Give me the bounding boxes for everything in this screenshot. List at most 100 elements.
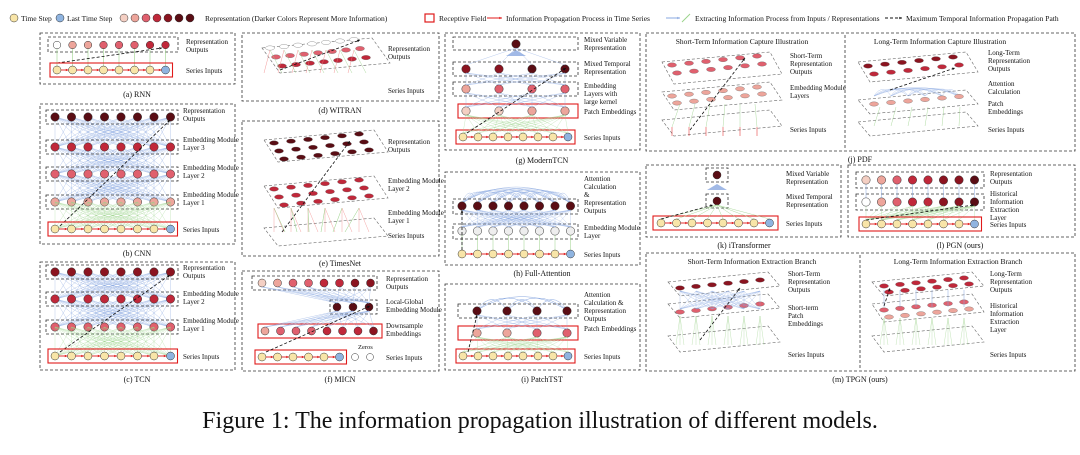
attention-arc <box>461 190 509 204</box>
extraction-line <box>308 286 370 304</box>
tcn-rep-node <box>67 294 76 304</box>
legend-receptive-field-box <box>424 13 435 23</box>
pdf-left-green <box>705 103 711 128</box>
pdf-left-top-node <box>689 68 699 74</box>
time-propagation-arrow-head <box>747 221 750 225</box>
time-propagation-arrow-head <box>501 135 504 139</box>
extraction-line <box>679 290 713 310</box>
extraction-line <box>153 271 171 300</box>
extraction-line <box>492 114 566 134</box>
itrans-mixtemp-node <box>712 196 722 206</box>
tpgn-right-top-node <box>900 288 910 293</box>
timesnet-top-node <box>286 138 296 144</box>
pdf-right-patch-node <box>869 101 879 107</box>
pdf-left-mid-node <box>667 93 677 99</box>
extraction-line <box>54 173 89 203</box>
time-step-node <box>304 352 313 362</box>
witran-green <box>339 49 353 74</box>
panel-tcn <box>39 261 236 371</box>
micn-down-node <box>291 326 301 336</box>
extraction-line <box>261 286 354 304</box>
mtcn-label-mixtemp: Mixed Temporal <box>584 60 631 68</box>
time-propagation-arrow-head <box>546 135 549 139</box>
panel-micn <box>241 270 440 372</box>
mtcn-patch-node <box>560 106 570 116</box>
extraction-line <box>357 310 370 328</box>
timesnet-top-node <box>330 151 340 156</box>
mtcn-label-mixvar: Mixed Variable <box>584 36 627 44</box>
pdf-right-label-inputs: Series Inputs <box>988 126 1025 134</box>
tcn-label-layer1: Embedding Module <box>183 317 239 325</box>
extraction-line <box>515 47 533 66</box>
time-step-node <box>116 224 126 234</box>
panel-title-pgn: (l) PGN (ours) <box>937 241 984 250</box>
extraction-line <box>498 92 566 108</box>
panel-patchtst <box>444 283 641 371</box>
timesnet-mid-node <box>342 187 352 193</box>
timesnet-top-node <box>354 131 364 137</box>
pgn-green <box>865 205 898 221</box>
timesnet-green <box>307 207 310 233</box>
witran-red <box>277 49 285 74</box>
extraction-line <box>54 271 72 300</box>
timesnet-mid-node <box>296 200 306 206</box>
cnn-rep-node <box>100 169 109 179</box>
tcn-rep-node <box>166 267 175 277</box>
extraction-line <box>461 209 494 228</box>
extraction-line <box>554 209 571 228</box>
pdf-left-top-node <box>701 59 711 64</box>
time-step-node <box>288 352 298 362</box>
extraction-line <box>54 116 122 148</box>
tcn-rep-node <box>149 267 159 277</box>
tcn-input-receptive-field <box>47 348 179 364</box>
time-step-node <box>50 224 60 234</box>
rnn-label-outputs: Outputs <box>186 46 208 54</box>
pgn-output-node <box>970 175 979 185</box>
extraction-line <box>71 201 171 230</box>
extraction-line <box>54 146 171 175</box>
tpgn-left-plane-bottom <box>667 325 781 353</box>
attention-arc <box>492 190 540 204</box>
patchtst-output-box <box>457 303 579 319</box>
extraction-line <box>531 72 566 86</box>
time-propagation-arrow-head <box>65 68 69 72</box>
extraction-line <box>476 336 479 353</box>
extraction-line <box>498 114 524 134</box>
witran-node <box>327 49 337 54</box>
timesnet-mid-node <box>279 202 289 208</box>
timesnet-top-node <box>313 153 323 158</box>
extraction-line <box>679 290 745 310</box>
patchtst-output-node <box>472 306 482 316</box>
extraction-line <box>354 286 370 304</box>
extraction-line <box>679 290 761 310</box>
witran-red <box>291 49 299 74</box>
mtcn-patch-node <box>461 106 471 116</box>
attention-arc <box>539 191 571 204</box>
extraction-line <box>476 336 539 353</box>
panel-title-tcn: (c) TCN <box>124 375 151 384</box>
extraction-line <box>54 326 89 357</box>
time-step-node <box>503 132 513 142</box>
witran-node <box>349 37 359 42</box>
time-propagation-arrow-head <box>158 68 162 72</box>
extraction-line <box>537 114 566 134</box>
tpgn-right-top-node <box>964 281 974 287</box>
legend-representation-node <box>119 13 129 23</box>
itrans-mixvar-node <box>712 170 722 180</box>
witran-max-path <box>279 39 361 71</box>
extraction-line <box>465 92 533 108</box>
micn-output-node <box>257 278 267 288</box>
rnn-output-node <box>161 40 170 50</box>
extraction-line <box>368 286 371 304</box>
tcn-label-outputs: Outputs <box>183 272 205 280</box>
pgn-hist-node <box>923 197 933 207</box>
timesnet-mid-node <box>320 181 330 186</box>
pdf-left-label-outputs: Representation <box>790 60 832 68</box>
tpgn-left-green <box>691 315 697 346</box>
cnn-max-path-head <box>167 120 170 123</box>
witran-node <box>341 47 351 53</box>
witran-green <box>311 49 325 74</box>
extraction-line <box>462 114 533 134</box>
time-propagation-arrow-head <box>762 221 766 225</box>
pdf-left-label-embed: Layers <box>790 92 809 100</box>
